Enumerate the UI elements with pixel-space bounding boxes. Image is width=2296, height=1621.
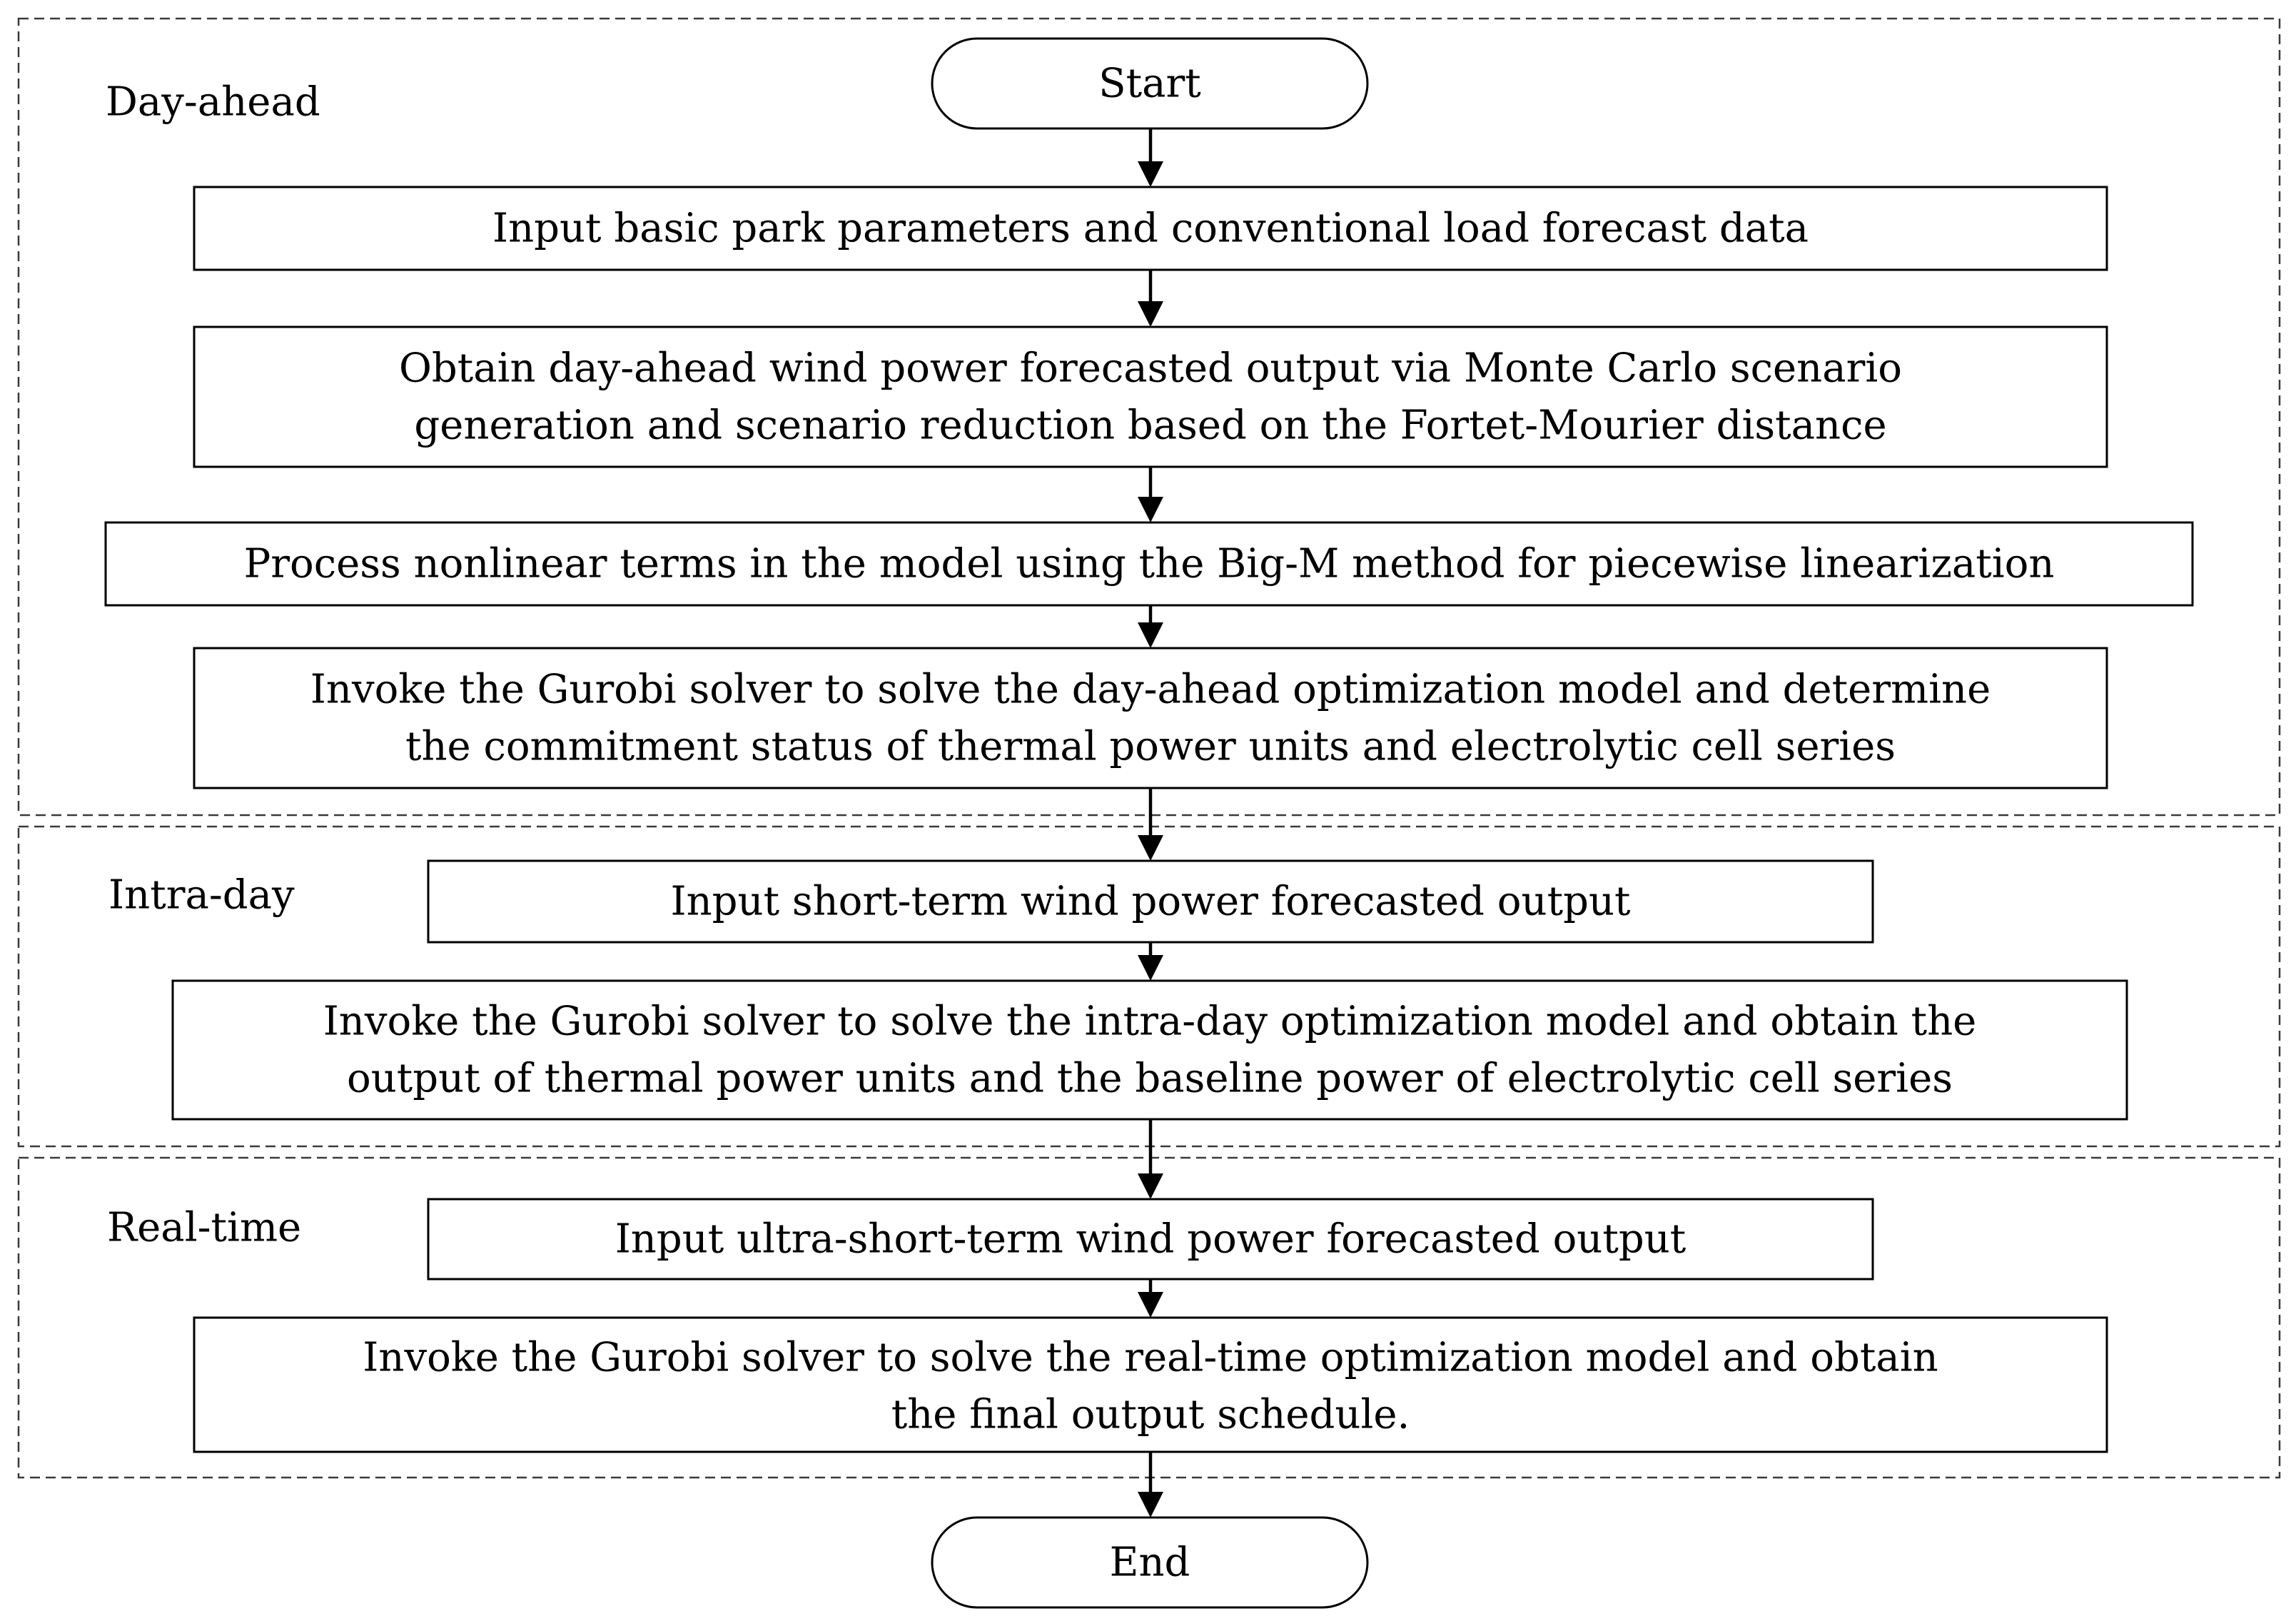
arrow-gurobi-intra-to-input-ultra <box>1138 1119 1163 1199</box>
arrow-gurobi-day-to-input-short <box>1138 788 1163 861</box>
monte-carlo-step: Obtain day-ahead wind power forecasted o… <box>193 325 2108 468</box>
gurobi-day-ahead-text-line2: the commitment status of thermal power u… <box>405 724 1896 770</box>
end-node: End <box>931 1516 1369 1609</box>
big-m-step: Process nonlinear terms in the model usi… <box>104 521 2194 607</box>
gurobi-real-time-text-line2: the final output schedule. <box>891 1392 1410 1438</box>
monte-carlo-text-line2: generation and scenario reduction based … <box>414 403 1886 449</box>
day-ahead-label: Day-ahead <box>106 79 320 126</box>
input-short-term-text: Input short-term wind power forecasted o… <box>670 879 1631 925</box>
real-time-label: Real-time <box>107 1205 301 1251</box>
input-ultra-short-term-step: Input ultra-short-term wind power foreca… <box>427 1198 1874 1281</box>
arrow-bigm-to-gurobi-day <box>1138 605 1163 648</box>
start-label: Start <box>1098 61 1201 107</box>
start-node: Start <box>931 37 1369 130</box>
gurobi-real-time-text-line1: Invoke the Gurobi solver to solve the re… <box>363 1335 1938 1381</box>
day-ahead-frame <box>17 17 2281 817</box>
gurobi-intra-day-step: Invoke the Gurobi solver to solve the in… <box>171 979 2128 1121</box>
big-m-text: Process nonlinear terms in the model usi… <box>244 541 2055 587</box>
monte-carlo-text-line1: Obtain day-ahead wind power forecasted o… <box>399 345 1902 392</box>
input-park-parameters-step: Input basic park parameters and conventi… <box>193 186 2108 271</box>
gurobi-intra-day-text-line2: output of thermal power units and the ba… <box>347 1056 1953 1102</box>
gurobi-intra-day-text-line1: Invoke the Gurobi solver to solve the in… <box>323 999 1977 1045</box>
gurobi-real-time-step: Invoke the Gurobi solver to solve the re… <box>193 1316 2108 1453</box>
arrow-input-to-montecarlo <box>1138 270 1163 327</box>
end-label: End <box>1110 1540 1190 1586</box>
gurobi-day-ahead-step: Invoke the Gurobi solver to solve the da… <box>193 647 2108 789</box>
input-short-term-step: Input short-term wind power forecasted o… <box>427 859 1874 944</box>
arrow-start-to-input <box>1138 128 1163 187</box>
input-ultra-short-term-text: Input ultra-short-term wind power foreca… <box>615 1216 1686 1263</box>
gurobi-day-ahead-text-line1: Invoke the Gurobi solver to solve the da… <box>310 667 1991 713</box>
input-park-parameters-text: Input basic park parameters and conventi… <box>492 206 1809 252</box>
arrow-montecarlo-to-bigm <box>1138 467 1163 522</box>
arrow-input-ultra-to-gurobi-real <box>1138 1279 1163 1318</box>
arrow-gurobi-real-to-end <box>1138 1452 1163 1518</box>
intra-day-label: Intra-day <box>108 872 295 919</box>
arrow-input-short-to-gurobi-intra <box>1138 942 1163 981</box>
